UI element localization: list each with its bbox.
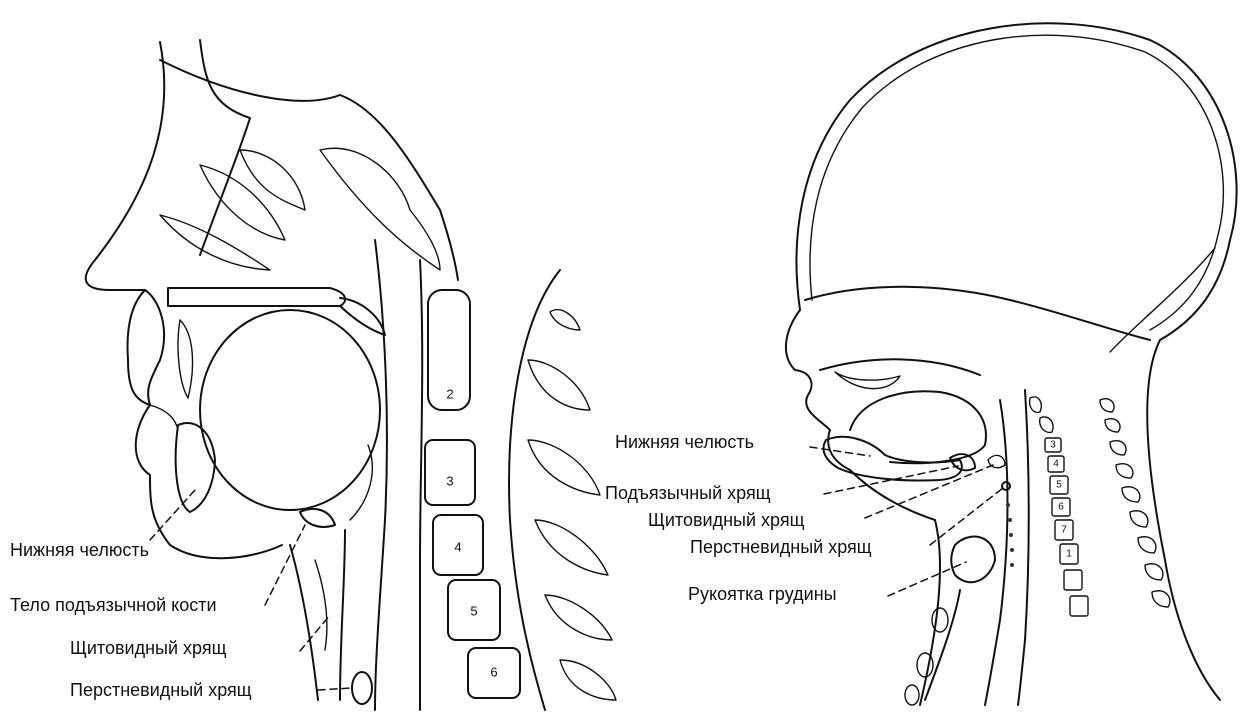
left-skull-base xyxy=(160,60,458,280)
left-nasal-concha-upper xyxy=(240,150,305,210)
left-spinous-process-2 xyxy=(528,440,600,495)
left-thyroid-cartilage xyxy=(315,560,327,650)
right-spinous-process xyxy=(1100,399,1114,412)
left-vertebra-number: 5 xyxy=(470,603,477,618)
right-neck-back xyxy=(1147,340,1220,700)
left-spinous-process-top xyxy=(550,310,580,330)
right-leader-thyroid xyxy=(865,465,993,518)
right-vertebra-t2 xyxy=(1064,570,1082,590)
left-larynx-back xyxy=(340,530,345,700)
left-vertebra-number: 6 xyxy=(490,664,497,679)
right-label-cricoid-cartilage: Перстневидный хрящ xyxy=(690,537,872,557)
right-vertebra-number: 7 xyxy=(1061,525,1067,536)
right-label-thyroid-cartilage: Щитовидный хрящ xyxy=(648,510,804,530)
right-spinous-process xyxy=(1116,464,1133,478)
right-palate xyxy=(820,359,980,375)
right-spinous-process xyxy=(1138,537,1156,553)
right-leader-cricoid xyxy=(930,488,1003,545)
right-vertebra-number: 1 xyxy=(1066,549,1072,560)
right-trachea-ring xyxy=(1010,548,1014,552)
right-sternum-manubrium xyxy=(951,537,995,583)
left-upper-lip xyxy=(145,290,164,405)
left-lower-lip xyxy=(150,405,178,430)
right-spinous-process xyxy=(1130,511,1148,527)
right-trachea-ring xyxy=(1010,563,1014,567)
right-figure: 3 4 5 6 7 1 xyxy=(786,23,1237,705)
right-spine-front xyxy=(1018,390,1029,705)
right-label-hyoid-cartilage: Подъязычный хрящ xyxy=(605,483,771,503)
right-skull-base xyxy=(805,287,1150,340)
right-mandible xyxy=(823,437,961,481)
right-face-profile xyxy=(786,310,850,470)
right-trachea-ring xyxy=(1009,533,1013,537)
right-spinous-process xyxy=(1105,419,1120,432)
right-maxilla xyxy=(835,372,900,389)
right-trachea-ring xyxy=(1008,518,1012,522)
left-label-thyroid-cartilage: Щитовидный хрящ xyxy=(70,638,226,658)
right-spinous-process xyxy=(1145,564,1163,580)
left-neck-back xyxy=(509,270,560,710)
right-label-manubrium: Рукоятка грудины xyxy=(688,584,837,604)
left-sphenoid xyxy=(320,148,440,270)
right-spinous-process xyxy=(1110,441,1126,455)
left-spine-front xyxy=(420,260,422,710)
left-spinous-process-3 xyxy=(535,520,608,575)
right-leader-mandible xyxy=(810,447,870,456)
right-vertebra-t3 xyxy=(1070,596,1088,616)
left-tongue xyxy=(200,310,380,510)
right-trachea-ring xyxy=(1006,503,1010,507)
left-spinous-process-5 xyxy=(560,660,616,700)
right-sternum-body xyxy=(925,590,960,700)
left-leader-cricoid xyxy=(318,688,352,690)
left-vertebra-number: 2 xyxy=(446,386,453,401)
left-soft-palate xyxy=(340,298,385,335)
right-neck-front xyxy=(850,470,940,705)
right-vertebra-number: 5 xyxy=(1056,480,1062,491)
left-spinous-process-1 xyxy=(528,360,590,410)
right-vertebra-upper xyxy=(1040,417,1053,432)
left-nasal-concha-middle xyxy=(200,165,285,240)
right-spinous-process xyxy=(1122,487,1140,502)
right-label-mandible: Нижняя челюсть xyxy=(615,432,754,452)
left-leader-hyoid xyxy=(265,525,305,605)
right-tongue xyxy=(850,391,986,463)
left-cricoid-cartilage xyxy=(352,672,372,704)
right-vertebra-number: 3 xyxy=(1050,440,1056,451)
left-mandible xyxy=(176,423,215,512)
left-label-cricoid-cartilage: Перстневидный хрящ xyxy=(70,680,252,700)
left-pharynx-wall xyxy=(375,240,387,710)
right-sternum-segment xyxy=(905,685,919,705)
right-spinous-process xyxy=(1152,591,1170,607)
right-sternum-segment xyxy=(917,653,933,677)
left-vertebra-number: 3 xyxy=(446,473,453,488)
left-label-hyoid-body: Тело подъязычной кости xyxy=(10,595,217,615)
right-vertebra-number: 6 xyxy=(1058,502,1064,513)
left-spinous-process-4 xyxy=(545,595,612,640)
right-leader-manubrium xyxy=(888,562,966,596)
left-hard-palate xyxy=(168,288,345,306)
left-vertebra-number: 4 xyxy=(454,539,461,554)
right-pharynx-wall xyxy=(985,400,1008,705)
right-occipital xyxy=(1110,248,1215,352)
right-sternum-segment xyxy=(932,608,948,632)
right-vertebra-number: 4 xyxy=(1053,459,1059,470)
left-nasal-bone xyxy=(200,40,250,255)
left-hyoid-body xyxy=(300,509,335,527)
right-vertebra-upper xyxy=(1030,397,1042,412)
right-cricoid xyxy=(1002,482,1010,490)
left-larynx-front xyxy=(290,545,318,700)
right-cranium-outer xyxy=(797,23,1237,340)
left-label-mandible: Нижняя челюсть xyxy=(10,540,149,560)
left-upper-incisor xyxy=(178,320,193,398)
left-nasal-concha-lower xyxy=(160,215,270,270)
left-face-profile xyxy=(86,42,282,558)
left-leader-mandible xyxy=(150,490,195,540)
